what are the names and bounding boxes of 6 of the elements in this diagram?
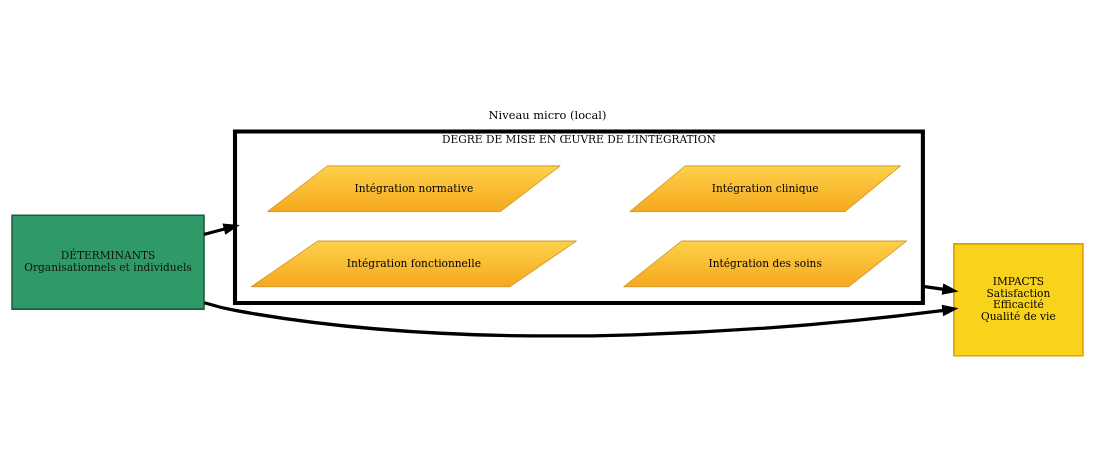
arrow <box>922 283 959 295</box>
node-box: IMPACTS Satisfaction Efficacité Qualité de vie <box>953 243 1084 357</box>
arrow <box>203 301 959 338</box>
diagram-title: Niveau micro (local) <box>488 107 607 122</box>
arrow <box>203 223 240 236</box>
node-box: DÉTERMINANTS Organisationnels et individuels <box>11 214 205 310</box>
